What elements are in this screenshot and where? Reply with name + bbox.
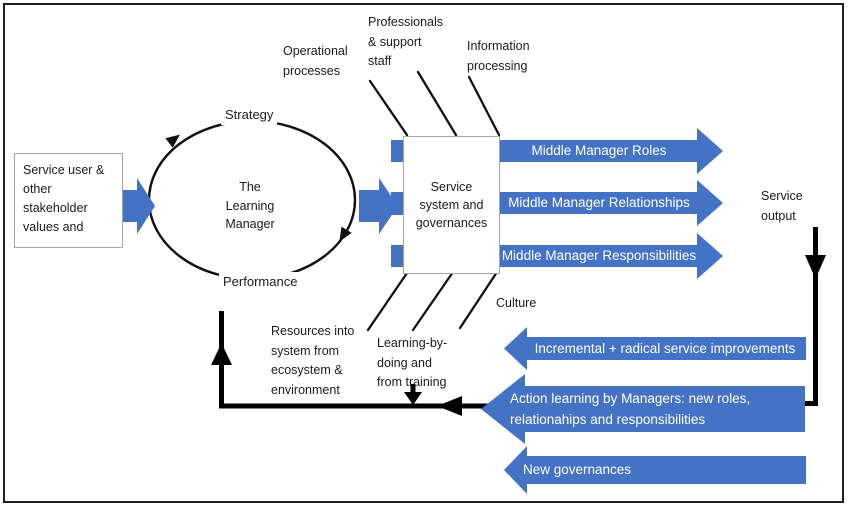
learning-manager-line: Learning bbox=[225, 198, 275, 213]
arrow-label: Incremental + radical service improvemen… bbox=[534, 340, 796, 356]
label-line: Resources into bbox=[271, 324, 355, 338]
service-system-line: governances bbox=[415, 216, 488, 230]
learning-by-doing-label: Learning-by- doing and from training bbox=[377, 334, 447, 393]
cycle-arrowhead-down-icon bbox=[339, 226, 352, 242]
line-information-processing bbox=[467, 75, 501, 137]
service-user-line: values and bbox=[23, 220, 84, 234]
label-line: Learning-by- bbox=[377, 336, 448, 350]
learning-manager-line: Manager bbox=[225, 217, 275, 231]
strategy-label: Strategy bbox=[221, 105, 278, 125]
feedback-line-return bbox=[219, 311, 492, 409]
label-line: Information bbox=[467, 39, 530, 53]
label-line: & support bbox=[368, 34, 422, 49]
label-line: processing bbox=[467, 58, 528, 73]
service-system-line: system and bbox=[419, 198, 484, 212]
label-line: output bbox=[761, 208, 796, 223]
service-system-box: Service system and governances bbox=[403, 136, 500, 274]
label-line: doing and bbox=[377, 355, 432, 370]
learning-manager-label: The Learning Manager bbox=[202, 178, 298, 234]
label-line: processes bbox=[283, 63, 340, 78]
arrowhead-left-icon bbox=[437, 396, 462, 416]
line-resources-into-system bbox=[366, 271, 409, 332]
arrow-stub-relationships bbox=[391, 192, 405, 215]
service-user-box: Service user & other stakeholder values … bbox=[14, 153, 123, 248]
arrowhead-up-icon bbox=[211, 343, 232, 365]
operational-processes-label: Operational processes bbox=[283, 42, 348, 81]
line-professionals-staff bbox=[416, 70, 458, 137]
arrow-label: New governances bbox=[523, 462, 632, 477]
arrowhead-down-icon bbox=[805, 255, 826, 279]
label-line: Professionals bbox=[368, 15, 444, 29]
arrow-stub-roles bbox=[391, 140, 405, 162]
service-system-line: Service bbox=[430, 180, 473, 194]
information-processing-label: Information processing bbox=[467, 37, 530, 76]
performance-label: Performance bbox=[219, 272, 302, 292]
label-line: Service bbox=[761, 189, 803, 203]
service-output-label: Service output bbox=[761, 187, 803, 226]
service-user-line: other bbox=[23, 182, 52, 196]
arrow-stub-responsibilities bbox=[391, 245, 405, 267]
label-line: staff bbox=[368, 54, 392, 68]
service-user-line: stakeholder bbox=[23, 201, 88, 215]
arrow-label: Middle Manager Relationships bbox=[508, 195, 690, 210]
feedback-line-right bbox=[803, 227, 818, 406]
learning-manager-line: The bbox=[239, 180, 261, 194]
line-culture bbox=[458, 270, 499, 330]
arrow-label-line: relationahips and responsibilities bbox=[510, 412, 706, 427]
culture-label: Culture bbox=[492, 294, 541, 314]
professionals-staff-label: Professionals & support staff bbox=[368, 13, 443, 72]
label-line: from training bbox=[377, 375, 447, 389]
arrow-label: Middle Manager Roles bbox=[531, 143, 667, 158]
service-user-line: Service user & bbox=[23, 163, 105, 177]
resources-label: Resources into system from ecosystem & e… bbox=[271, 322, 354, 400]
label-line: system from bbox=[271, 343, 340, 358]
arrow-label-line: Action learning by Managers: new roles, bbox=[510, 391, 751, 406]
label-line: environment bbox=[271, 382, 340, 397]
arrowhead-down-small-icon bbox=[404, 392, 422, 405]
line-operational-processes bbox=[368, 79, 409, 137]
figure-border bbox=[3, 3, 844, 503]
cycle-arrowhead-up-icon bbox=[165, 134, 180, 148]
line-learning-by-doing bbox=[411, 270, 455, 332]
label-line: ecosystem & bbox=[271, 363, 343, 377]
label-line: Operational bbox=[283, 44, 348, 58]
arrow-label: Middle Manager Responsibilities bbox=[501, 248, 697, 263]
